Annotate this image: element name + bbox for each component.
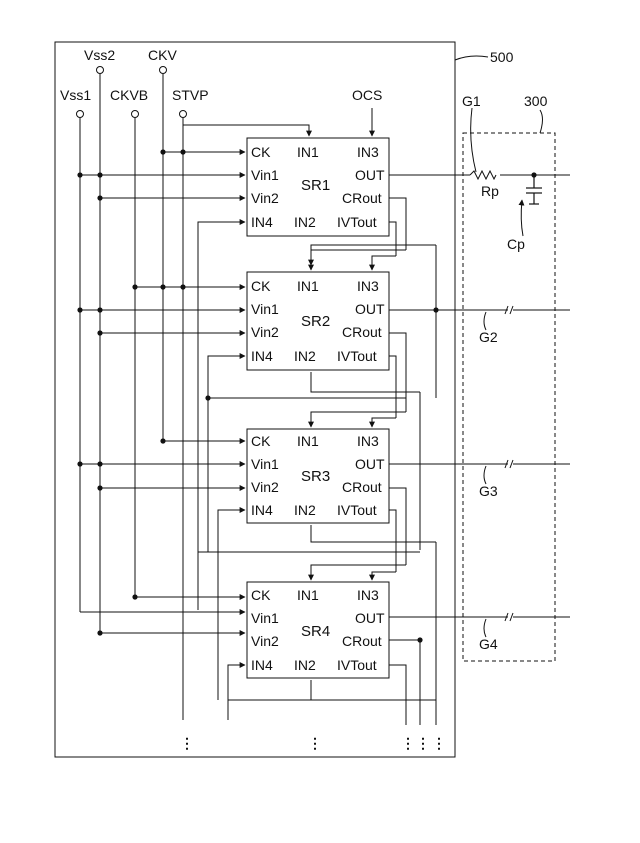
pin-in2: IN2: [294, 348, 316, 364]
pin-crout: CRout: [342, 479, 382, 495]
pin-in1: IN1: [297, 144, 319, 160]
pin-in2: IN2: [294, 657, 316, 673]
pin-vin1: Vin1: [251, 167, 279, 183]
g3-leader: [484, 466, 486, 484]
signal-label-ckvb: CKVB: [110, 87, 148, 103]
pin-in1: IN1: [297, 278, 319, 294]
pin-ck: CK: [251, 587, 271, 603]
pin-out: OUT: [355, 167, 385, 183]
signal-label-ckv: CKV: [148, 47, 177, 63]
pin-crout: CRout: [342, 633, 382, 649]
load-capacitor: [526, 175, 542, 204]
signal-label-ocs: OCS: [352, 87, 382, 103]
gate-label-g1: G1: [462, 93, 481, 109]
pin-vin2: Vin2: [251, 324, 279, 340]
pin-ivtout: IVTout: [337, 214, 377, 230]
pin-crout: CRout: [342, 190, 382, 206]
gate-output-lines: [389, 171, 570, 621]
panel-300-label: 300: [524, 93, 548, 109]
stage-sr1-name: SR1: [301, 177, 330, 194]
capacitor-label: Cp: [507, 236, 525, 252]
gate-label-g3: G3: [479, 483, 498, 499]
pin-out: OUT: [355, 301, 385, 317]
block-500-leader: [455, 56, 488, 60]
pin-in2: IN2: [294, 502, 316, 518]
pin-vin1: Vin1: [251, 610, 279, 626]
svg-text:⋮: ⋮: [401, 735, 415, 751]
pin-in3: IN3: [357, 144, 379, 160]
stage-sr4: CK Vin1 Vin2 IN4 IN1 IN2 IN3 OUT CRout I…: [247, 582, 389, 678]
svg-text:⋮: ⋮: [308, 735, 322, 751]
pin-ivtout: IVTout: [337, 657, 377, 673]
pin-crout: CRout: [342, 324, 382, 340]
g2-leader: [484, 312, 486, 330]
pin-vin1: Vin1: [251, 301, 279, 317]
pin-in3: IN3: [357, 278, 379, 294]
pin-out: OUT: [355, 456, 385, 472]
pin-in4: IN4: [251, 657, 273, 673]
pin-in1: IN1: [297, 433, 319, 449]
pin-vin2: Vin2: [251, 190, 279, 206]
pin-vin1: Vin1: [251, 456, 279, 472]
pin-in3: IN3: [357, 433, 379, 449]
gate-label-g2: G2: [479, 329, 498, 345]
display-panel-frame: [463, 133, 555, 661]
stvp-to-sr1-in1: [183, 125, 309, 136]
g4-leader: [484, 619, 486, 637]
continuation-line-stubs: [406, 700, 436, 725]
pin-out: OUT: [355, 610, 385, 626]
pin-in1: IN1: [297, 587, 319, 603]
pin-ivtout: IVTout: [337, 348, 377, 364]
pin-vin2: Vin2: [251, 633, 279, 649]
svg-text:⋮: ⋮: [416, 735, 430, 751]
stage-sr2: CK Vin1 Vin2 IN4 IN1 IN2 IN3 OUT CRout I…: [247, 272, 389, 370]
cp-leader: [521, 200, 523, 236]
continuation-ellipses: ⋮ ⋮ ⋮ ⋮ ⋮: [180, 735, 446, 751]
panel-300-leader: [540, 110, 543, 133]
resistor-label: Rp: [481, 183, 499, 199]
pin-ck: CK: [251, 144, 271, 160]
pin-ivtout: IVTout: [337, 502, 377, 518]
pin-vin2: Vin2: [251, 479, 279, 495]
svg-text:⋮: ⋮: [432, 735, 446, 751]
stage-sr3-name: SR3: [301, 468, 330, 485]
pin-in3: IN3: [357, 587, 379, 603]
pin-ck: CK: [251, 278, 271, 294]
svg-text:⋮: ⋮: [180, 735, 194, 751]
block-500-label: 500: [490, 49, 514, 65]
signal-label-vss2: Vss2: [84, 47, 115, 63]
pin-ck: CK: [251, 433, 271, 449]
pin-in4: IN4: [251, 502, 273, 518]
pin-in4: IN4: [251, 214, 273, 230]
pin-in4: IN4: [251, 348, 273, 364]
capacitor-node-dot: [531, 172, 536, 177]
stage-sr4-name: SR4: [301, 623, 330, 640]
signal-label-stvp: STVP: [172, 87, 209, 103]
stage-sr1: CK Vin1 Vin2 IN4 IN1 IN2 IN3 OUT CRout I…: [247, 138, 389, 236]
stage-sr2-name: SR2: [301, 313, 330, 330]
g1-leader: [471, 108, 476, 172]
pin-in2: IN2: [294, 214, 316, 230]
signal-label-vss1: Vss1: [60, 87, 91, 103]
stage-sr3: CK Vin1 Vin2 IN4 IN1 IN2 IN3 OUT CRout I…: [247, 429, 389, 523]
gate-label-g4: G4: [479, 636, 498, 652]
